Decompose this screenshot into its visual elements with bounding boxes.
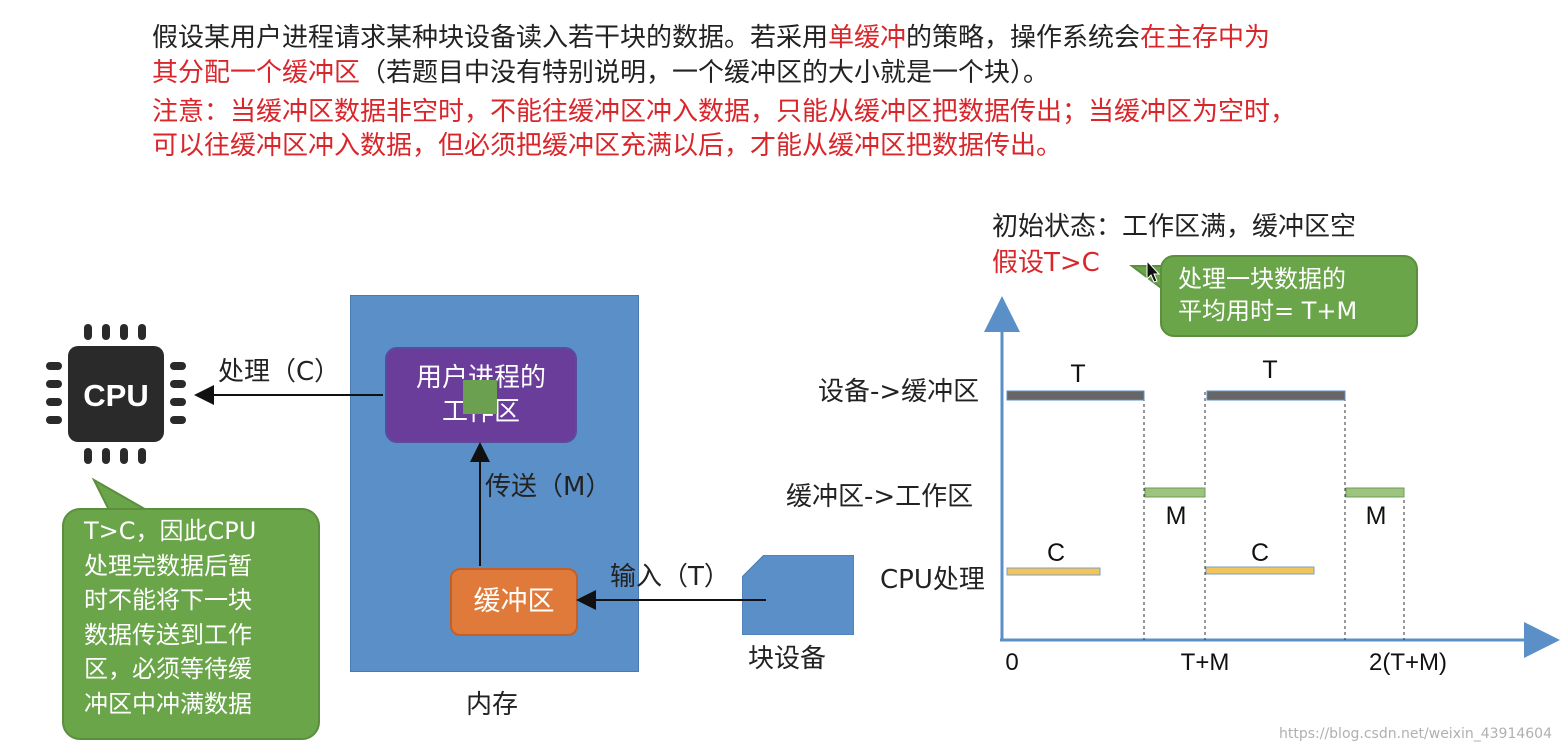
note-line-1: 注意：当缓冲区数据非空时，不能往缓冲区冲入数据，只能从缓冲区把数据传出；当缓冲区… [152,97,1297,127]
header-line-1: 假设某用户进程请求某种块设备读入若干块的数据。若采用单缓冲的策略，操作系统会在主… [152,21,1270,55]
segment-label-c: C [1047,539,1065,567]
cpu-chip-icon: CPU [46,324,186,464]
bar-cpu-2 [1205,566,1315,575]
callout-right-line: 平均用时= T+M [1178,297,1358,325]
x-tick-label: 2(T+M) [1369,649,1447,676]
bar-buffer-to-work-2 [1345,487,1405,498]
bar-cpu-1 [1006,567,1101,576]
header-highlight-main-memory: 在主存中为 [1140,23,1271,53]
callout-left-line: 数据传送到工作 [84,620,252,649]
header-highlight-single-buffer: 单缓冲 [828,23,907,53]
x-tick-label: 0 [1005,649,1018,676]
row-label-device-to-buffer: 设备->缓冲区 [818,377,980,407]
header-text: （若题目中没有特别说明，一个缓冲区的大小就是一个块）。 [360,58,1050,88]
note-line-2: 可以往缓冲区冲入数据，但必须把缓冲区充满以后，才能从缓冲区把数据传出。 [152,131,1063,161]
memory-label: 内存 [466,690,519,720]
callout-right-line: 处理一块数据的 [1178,265,1346,293]
bar-buffer-to-work-1 [1144,487,1206,498]
row-label-cpu: CPU处理 [880,565,985,595]
buffer-block: 缓冲区 [450,568,578,636]
header-text: 的策略，操作系统会 [906,23,1141,53]
block-device-label: 块设备 [748,644,827,674]
header-text: 假设某用户进程请求某种块设备读入若干块的数据。若采用 [152,23,829,53]
cpu-label: CPU [83,378,148,413]
transfer-label: 传送（M） [485,472,612,502]
bar-device-to-buffer-1 [1006,390,1145,401]
callout-left-line: 时不能将下一块 [84,586,252,614]
callout-left-line: 处理完数据后暂 [84,551,252,580]
callout-left-line: 区，必须等待缓 [84,655,252,683]
assumption-text: 假设T>C [992,248,1100,278]
row-label-buffer-to-work: 缓冲区->工作区 [786,482,974,512]
input-label: 输入（T） [610,562,730,592]
segment-label-m: M [1166,502,1187,530]
process-label: 处理（C） [218,357,341,387]
work-area-data-block [463,380,497,414]
block-device-shape [742,555,854,635]
mouse-cursor-icon [1146,260,1161,283]
header-highlight-allocate-buffer: 其分配一个缓冲区 [152,58,361,88]
callout-left-line: 冲区中冲满数据 [84,689,252,718]
segment-label-t: T [1070,360,1085,388]
initial-state-text: 初始状态：工作区满，缓冲区空 [992,212,1357,242]
segment-label-m: M [1366,502,1387,530]
header-line-2: 其分配一个缓冲区（若题目中没有特别说明，一个缓冲区的大小就是一个块）。 [152,56,1049,90]
watermark: https://blog.csdn.net/weixin_43914604 [1278,726,1552,742]
x-tick-label: T+M [1181,649,1230,676]
segment-label-c: C [1251,539,1269,567]
segment-label-t: T [1262,356,1277,384]
callout-left: T>C，因此CPU 处理完数据后暂 时不能将下一块 数据传送到工作 区，必须等待… [62,508,320,740]
callout-left-line: T>C，因此CPU [84,517,257,545]
callout-right: 处理一块数据的 平均用时= T+M [1160,255,1418,337]
bar-device-to-buffer-2 [1206,390,1346,401]
